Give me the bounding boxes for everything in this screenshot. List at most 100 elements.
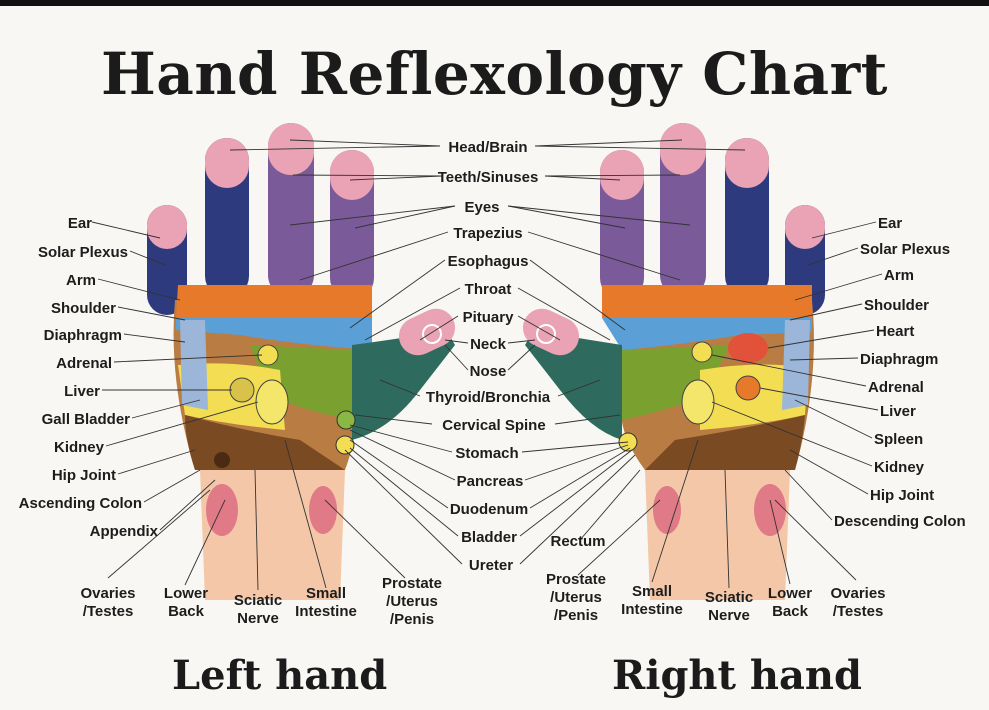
right-bottom-smallint-1: Small [632,583,672,600]
right-bottom-prostate-2: /Uterus [550,589,602,606]
left-label-ear: Ear [68,215,92,232]
label-eyes: Eyes [464,199,499,216]
label-cervical-spine: Cervical Spine [442,417,545,434]
left-bottom-lowerback-2: Back [168,603,205,620]
right-bottom-lowerback-2: Back [772,603,809,620]
right-liver-spot [735,375,761,401]
left-palm-green [250,345,352,420]
left-ring-tip [205,138,249,188]
right-bottom-lowerback-1: Lower [768,585,812,602]
right-wrist [645,470,790,600]
right-wrist-ovary-spot [754,484,786,536]
left-bottom-smallint-2: Intestine [295,603,357,620]
left-bottom-labels: Ovaries /Testes Lower Back Sciatic Nerve… [80,575,442,628]
right-bottom-prostate-3: /Penis [554,607,598,624]
left-thumb-tip [398,308,456,356]
right-ring-tip [725,138,769,188]
right-bottom-sciatic-2: Nerve [708,607,750,624]
right-label-hip-joint: Hip Joint [870,487,934,504]
left-bottom-sciatic-1: Sciatic [234,592,282,609]
chart-title: Hand Reflexology Chart [101,40,888,108]
right-label-solar-plexus: Solar Plexus [860,241,950,258]
right-bottom-prostate-1: Prostate [546,571,606,588]
left-wrist-prostate-spot [309,486,337,534]
label-pancreas: Pancreas [457,473,524,490]
left-pinky-tip [147,205,187,249]
left-bottom-ovaries-1: Ovaries [80,585,135,602]
left-bottom-ovaries-2: /Testes [83,603,134,620]
label-head-brain: Head/Brain [448,139,527,156]
right-bottom-rectum: Rectum [550,533,605,550]
right-adrenal-spot [691,341,713,363]
label-stomach: Stomach [455,445,518,462]
right-label-descending-colon: Descending Colon [834,513,966,530]
right-label-heart: Heart [876,323,914,340]
label-esophagus: Esophagus [448,253,529,270]
left-wrist-ovary-spot [206,484,238,536]
right-palm-green [622,345,730,420]
label-pituary: Pituary [463,309,515,326]
label-bladder: Bladder [461,529,517,546]
left-palm-lightblue-strip [180,320,208,410]
left-palm-blue [176,318,372,350]
left-label-liver: Liver [64,383,100,400]
left-bladder-spot [335,435,355,455]
left-hand-label: Left hand [172,652,388,699]
label-teeth-sinuses: Teeth/Sinuses [438,169,539,186]
right-label-liver: Liver [880,403,916,420]
right-palm-orange-band [602,285,812,318]
left-label-ascending-colon: Ascending Colon [19,495,142,512]
right-bottom-ovaries-1: Ovaries [830,585,885,602]
left-side-labels: Ear Solar Plexus Arm Shoulder Diaphragm … [19,215,159,540]
right-palm-blue [602,318,812,350]
left-bottom-prostate-1: Prostate [382,575,442,592]
right-bottom-sciatic-1: Sciatic [705,589,753,606]
label-nose: Nose [470,363,507,380]
left-label-shoulder: Shoulder [51,300,116,317]
left-bottom-prostate-3: /Penis [390,611,434,628]
label-ureter: Ureter [469,557,513,574]
left-dark-spot [214,452,230,468]
right-label-spleen: Spleen [874,431,923,448]
left-hand-illustration [147,123,456,600]
top-border [0,0,989,6]
left-thyroid-spot [336,410,356,430]
label-trapezius: Trapezius [453,225,522,242]
left-label-solar-plexus: Solar Plexus [38,244,128,261]
left-bottom-prostate-2: /Uterus [386,593,438,610]
right-bottom-ovaries-2: /Testes [833,603,884,620]
leader-lines [91,139,883,591]
right-thumb-tip [522,308,580,356]
right-label-arm: Arm [884,267,914,284]
left-label-hip-joint: Hip Joint [52,467,116,484]
label-neck: Neck [470,336,507,353]
left-thumb-ring [422,324,442,344]
right-kidney-spot [681,379,715,425]
left-bottom-lowerback-1: Lower [164,585,208,602]
left-palm-orange-band [176,285,372,318]
right-label-adrenal: Adrenal [868,379,924,396]
right-label-shoulder: Shoulder [864,297,929,314]
right-label-ear: Ear [878,215,902,232]
right-thumb-ring [536,324,556,344]
right-bottom-smallint-2: Intestine [621,601,683,618]
left-kidney-spot [255,379,289,425]
left-label-diaphragm: Diaphragm [44,327,122,344]
right-hand-illustration [522,123,825,600]
right-wrist-prostate-spot [653,486,681,534]
left-label-kidney: Kidney [54,439,105,456]
left-label-gall-bladder: Gall Bladder [42,411,131,428]
right-palm-brown [645,415,805,470]
right-hand-label: Right hand [612,652,862,699]
right-label-diaphragm: Diaphragm [860,351,938,368]
right-label-kidney: Kidney [874,459,925,476]
left-label-adrenal: Adrenal [56,355,112,372]
left-bottom-sciatic-2: Nerve [237,610,279,627]
left-label-arm: Arm [66,272,96,289]
label-thyroid-bronchia: Thyroid/Bronchia [426,389,551,406]
center-labels: Head/Brain Teeth/Sinuses Eyes Trapezius … [426,139,551,574]
label-throat: Throat [465,281,512,298]
left-bottom-smallint-1: Small [306,585,346,602]
label-duodenum: Duodenum [450,501,528,518]
